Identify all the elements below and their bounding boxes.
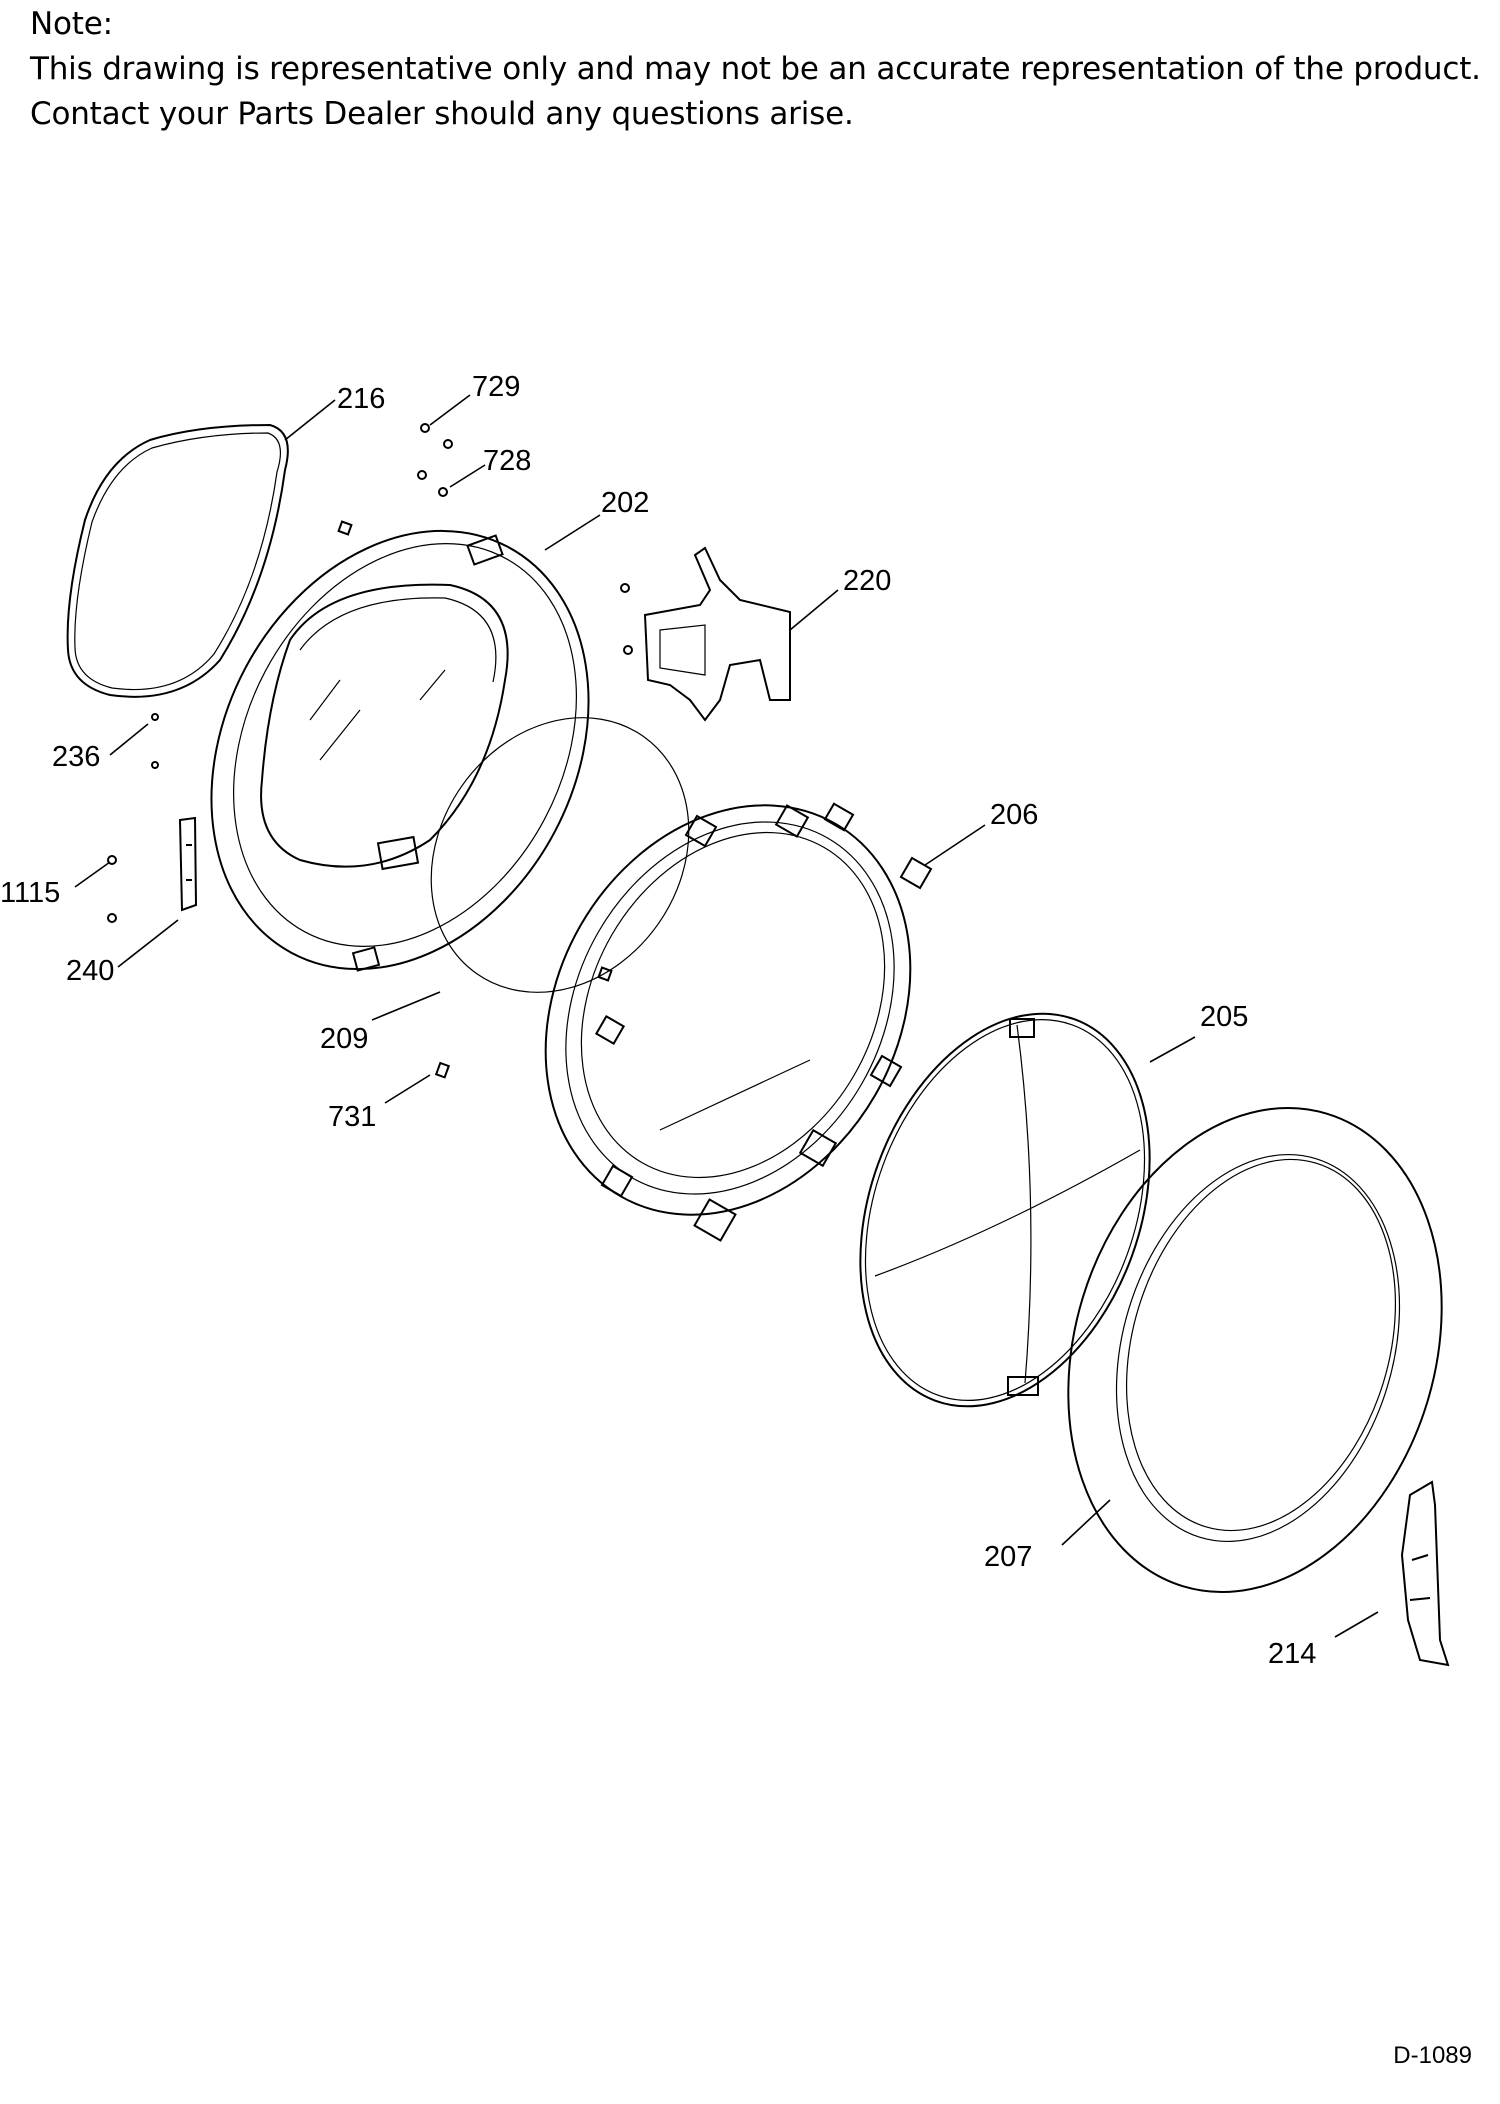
part-240-bracket	[178, 816, 198, 912]
note-line-1: This drawing is representative only and …	[30, 51, 1481, 87]
callout-728: 728	[483, 445, 531, 477]
callout-labels: 216 729 728 202 220 236 1115 240 206 209…	[0, 371, 1316, 1670]
document-id: D-1089	[1393, 2042, 1472, 2069]
screw-728-a	[417, 470, 427, 480]
callout-206: 206	[990, 799, 1038, 831]
part-209-ring	[430, 717, 690, 993]
leader-lines	[74, 394, 1379, 1638]
note-line-2: Contact your Parts Dealer should any que…	[30, 96, 854, 132]
callout-216: 216	[337, 383, 385, 415]
part-202-door-frame	[210, 529, 590, 972]
part-207-trim-ring	[1067, 1107, 1443, 1593]
clip-small-2	[597, 966, 613, 982]
screw-1115-a	[107, 855, 117, 865]
note-heading: Note:	[30, 6, 113, 42]
callout-220: 220	[843, 565, 891, 597]
callout-731: 731	[328, 1101, 376, 1133]
screw-1115-b	[107, 913, 117, 923]
screw-220-a	[620, 583, 630, 593]
part-214-latch	[1400, 1480, 1450, 1667]
part-731-clip	[434, 1061, 451, 1079]
part-220-hinge	[643, 546, 791, 722]
clip-small	[337, 520, 353, 536]
part-216-gasket	[66, 423, 289, 698]
part-206-outer-frame	[544, 802, 933, 1242]
screw-729-a	[420, 423, 430, 433]
screw-728-b	[438, 487, 448, 497]
callout-240: 240	[66, 955, 114, 987]
note-block: Note: This drawing is representative onl…	[30, 2, 1481, 137]
screw-236-b	[151, 761, 159, 769]
callout-207: 207	[984, 1541, 1032, 1573]
screws-group	[107, 423, 633, 1079]
screw-729-b	[443, 439, 453, 449]
screw-236-a	[151, 713, 159, 721]
callout-729: 729	[472, 371, 520, 403]
callout-209: 209	[320, 1023, 368, 1055]
screw-220-b	[623, 645, 633, 655]
callout-1115: 1115	[0, 877, 60, 909]
callout-202: 202	[601, 487, 649, 519]
callout-236: 236	[52, 741, 100, 773]
callout-205: 205	[1200, 1001, 1248, 1033]
callout-214: 214	[1268, 1638, 1316, 1670]
part-205-window-ring	[859, 1012, 1151, 1408]
